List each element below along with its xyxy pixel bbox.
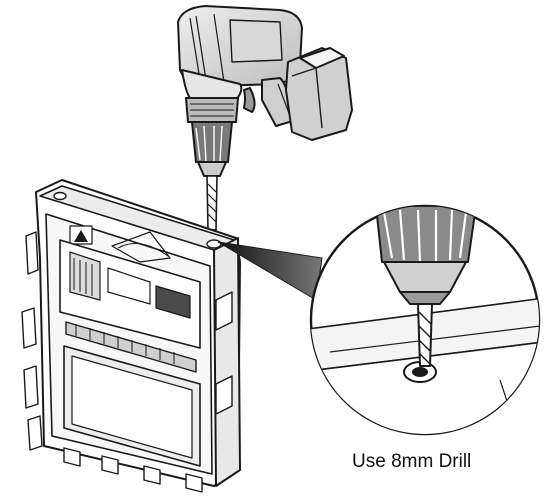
drill-size-caption: Use 8mm Drill xyxy=(352,451,472,472)
enclosure-housing xyxy=(21,179,241,493)
drill-icon xyxy=(177,5,353,177)
magnified-detail-circle xyxy=(309,204,541,436)
